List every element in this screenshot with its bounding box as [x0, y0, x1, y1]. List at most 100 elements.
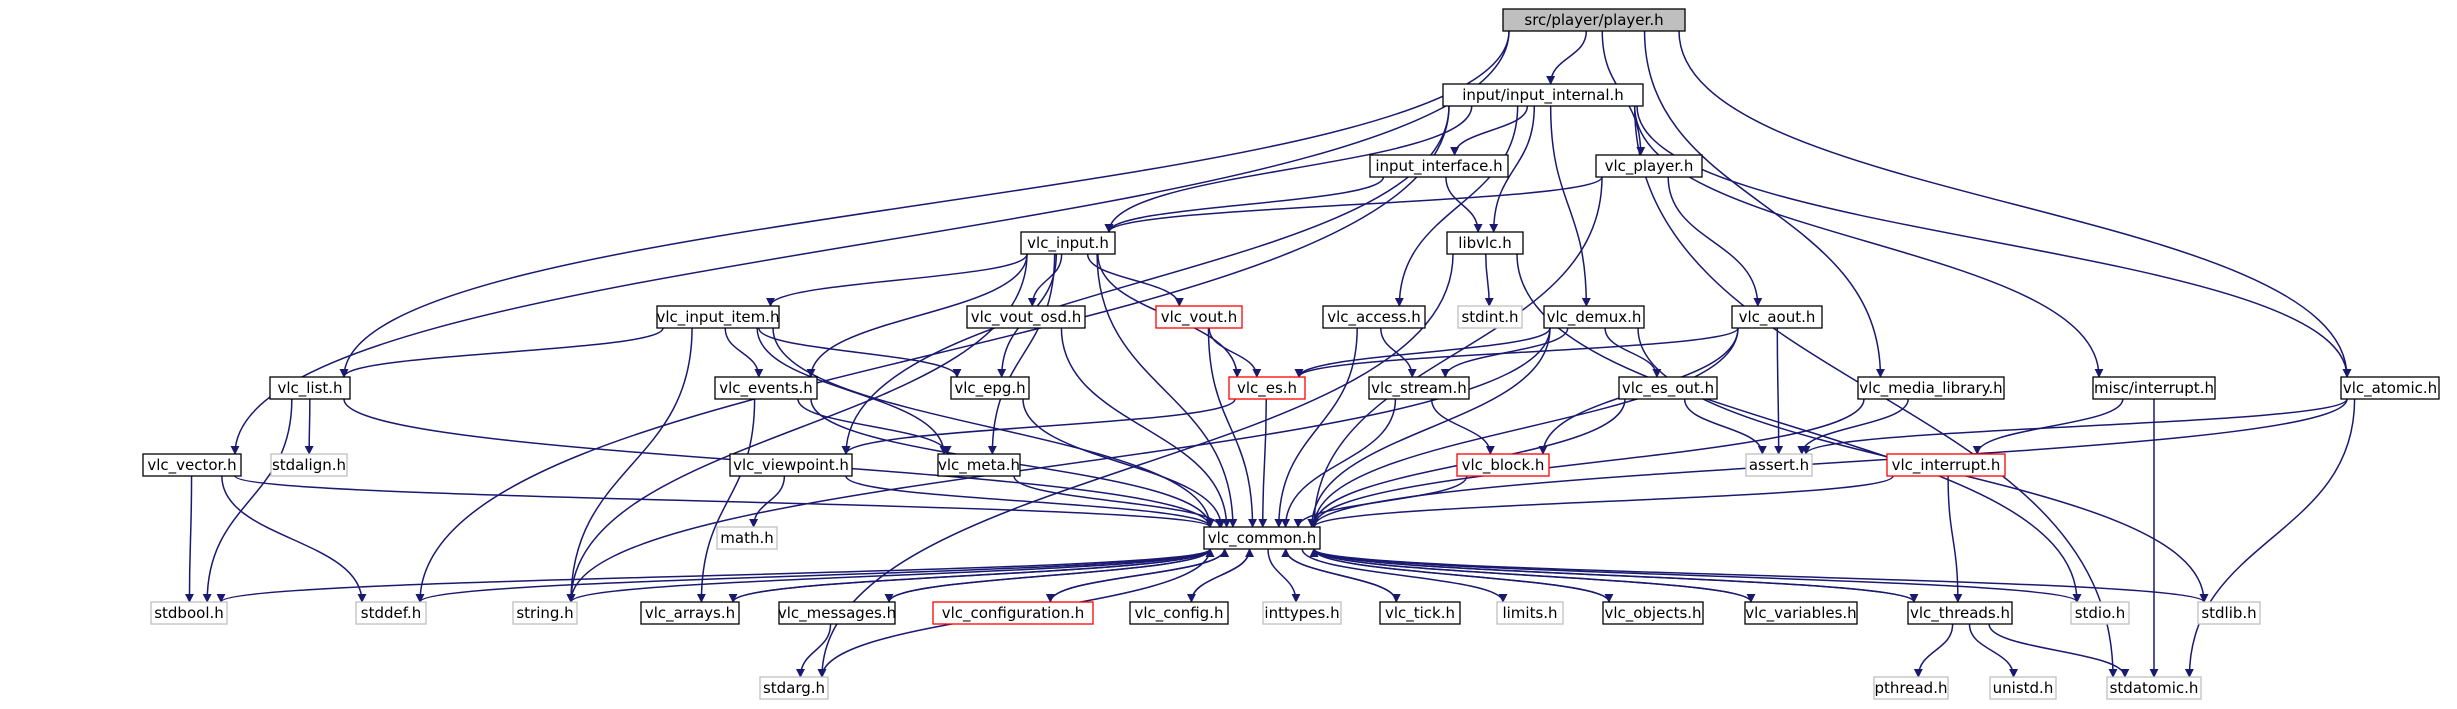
- node-assert-h[interactable]: assert.h: [1745, 453, 1813, 477]
- node-label: stdint.h: [1461, 308, 1518, 326]
- node-box: [2092, 376, 2216, 400]
- node-stdarg-h[interactable]: stdarg.h: [759, 676, 829, 700]
- edge-vlc_interrupt_h-to-vlc_threads_h: [1947, 475, 1963, 603]
- node-stdatomic-h[interactable]: stdatomic.h: [2106, 676, 2202, 700]
- edge-vlc_demux_h-to-vlc_common_h: [1307, 327, 1551, 528]
- node-stdalign-h[interactable]: stdalign.h: [270, 453, 348, 477]
- node-box: [2197, 601, 2261, 625]
- node-vlc-objects-h[interactable]: vlc_objects.h: [1602, 601, 1704, 625]
- node-label: vlc_epg.h: [954, 379, 1025, 398]
- node-label: vlc_common.h: [1208, 529, 1316, 548]
- edge-vlc_list_h-to-stdbool_h: [202, 398, 293, 603]
- edge-player_h-to-vlc_vector_h: [230, 30, 1510, 455]
- node-vlc-messages-h[interactable]: vlc_messages.h: [778, 601, 896, 625]
- edge-vlc_variables_h-to-vlc_common_h: [1309, 548, 1752, 603]
- edge-input_internal_h-to-libvlc_h: [1489, 105, 1536, 233]
- node-pthread-h[interactable]: pthread.h: [1873, 676, 1949, 700]
- node-vlc-vout-h[interactable]: vlc_vout.h: [1155, 305, 1243, 329]
- node-vlc-variables-h[interactable]: vlc_variables.h: [1744, 601, 1858, 625]
- edge-vlc_player_h-to-vlc_aout_h: [1667, 176, 1763, 307]
- node-box: [778, 601, 896, 625]
- edge-libvlc_h-to-stdint_h: [1484, 253, 1494, 307]
- node-label: string.h: [516, 604, 573, 622]
- node-box: [1368, 376, 1470, 400]
- node-vlc-es-h[interactable]: vlc_es.h: [1228, 376, 1306, 400]
- node-vlc-block-h[interactable]: vlc_block.h: [1456, 453, 1550, 477]
- node-math-h[interactable]: math.h: [716, 526, 778, 550]
- node-stdio-h[interactable]: stdio.h: [2070, 601, 2130, 625]
- dependency-edges: [184, 30, 2356, 678]
- edge-input_internal_h-to-vlc_demux_h: [1549, 105, 1591, 307]
- edge-vlc_vout_osd_h-to-vlc_common_h: [1060, 327, 1232, 528]
- node-vlc-common-h[interactable]: vlc_common.h: [1203, 526, 1321, 550]
- node-vlc-list-h[interactable]: vlc_list.h: [269, 376, 351, 400]
- node-label: input_interface.h: [1375, 157, 1502, 176]
- node-input-interface-h[interactable]: input_interface.h: [1369, 154, 1509, 178]
- node-label: stdio.h: [2075, 604, 2126, 622]
- edge-vlc_objects_h-to-vlc_common_h: [1309, 548, 1610, 603]
- node-box: [1379, 601, 1461, 625]
- edge-vlc_threads_h-to-unistd_h: [1968, 623, 2019, 678]
- node-label: math.h: [720, 529, 773, 547]
- node-label: vlc_interrupt.h: [1892, 456, 2001, 475]
- node-label: vlc_player.h: [1605, 157, 1694, 176]
- node-label: vlc_arrays.h: [645, 604, 735, 623]
- edge-vlc_player_h-to-vlc_input_h: [1104, 176, 1603, 233]
- node-player-h[interactable]: src/player/player.h: [1502, 8, 1686, 32]
- node-vlc-stream-h[interactable]: vlc_stream.h: [1368, 376, 1470, 400]
- node-stddef-h[interactable]: stddef.h: [355, 601, 427, 625]
- node-vlc-config-h[interactable]: vlc_config.h: [1129, 601, 1229, 625]
- node-box: [1989, 676, 2057, 700]
- node-vlc-configuration-h[interactable]: vlc_configuration.h: [932, 601, 1094, 625]
- node-stdint-h[interactable]: stdint.h: [1457, 305, 1523, 329]
- node-vlc-meta-h[interactable]: vlc_meta.h: [937, 453, 1021, 477]
- node-vlc-threads-h[interactable]: vlc_threads.h: [1907, 601, 2013, 625]
- node-label: vlc_events.h: [719, 379, 813, 398]
- node-label: vlc_threads.h: [1910, 604, 2010, 623]
- node-box: [1543, 305, 1645, 329]
- edge-player_h-to-vlc_atomic_h: [1678, 30, 2352, 378]
- edge-vlc_atomic_h-to-stdatomic_h: [2184, 398, 2356, 678]
- edge-input_internal_h-to-vlc_access_h: [1394, 105, 1519, 307]
- node-vlc-interrupt-h[interactable]: vlc_interrupt.h: [1886, 453, 2006, 477]
- edge-vlc_input_h-to-vlc_common_h: [1096, 253, 1238, 528]
- edge-vlc_events_h-to-vlc_meta_h: [797, 398, 952, 455]
- node-vlc-media-library-h[interactable]: vlc_media_library.h: [1857, 376, 2005, 400]
- edge-vlc_vout_h-to-vlc_es_h: [1208, 327, 1262, 378]
- node-limits-h[interactable]: limits.h: [1496, 601, 1564, 625]
- node-vlc-player-h[interactable]: vlc_player.h: [1595, 154, 1703, 178]
- node-vlc-arrays-h[interactable]: vlc_arrays.h: [640, 601, 740, 625]
- node-vlc-aout-h[interactable]: vlc_aout.h: [1731, 305, 1823, 329]
- node-vlc-viewpoint-h[interactable]: vlc_viewpoint.h: [729, 453, 853, 477]
- edge-vlc_interrupt_h-to-vlc_common_h: [1309, 475, 1894, 528]
- node-misc-interrupt-h[interactable]: misc/interrupt.h: [2092, 376, 2216, 400]
- node-vlc-vector-h[interactable]: vlc_vector.h: [142, 453, 242, 477]
- node-libvlc-h[interactable]: libvlc.h: [1446, 231, 1524, 255]
- node-vlc-input-item-h[interactable]: vlc_input_item.h: [656, 305, 780, 329]
- node-vlc-epg-h[interactable]: vlc_epg.h: [950, 376, 1030, 400]
- node-input-internal-h[interactable]: input/input_internal.h: [1442, 83, 1644, 107]
- node-stdlib-h[interactable]: stdlib.h: [2197, 601, 2261, 625]
- node-stdbool-h[interactable]: stdbool.h: [150, 601, 228, 625]
- edge-input_internal_h-to-input_interface_h: [1450, 105, 1529, 156]
- node-string-h[interactable]: string.h: [512, 601, 578, 625]
- edge-vlc_common_h-to-string_h: [566, 548, 1211, 603]
- node-vlc-input-h[interactable]: vlc_input.h: [1020, 231, 1116, 255]
- node-box: [640, 601, 740, 625]
- node-vlc-es-out-h[interactable]: vlc_es_out.h: [1618, 376, 1718, 400]
- node-box: [950, 376, 1030, 400]
- node-box: [2106, 676, 2202, 700]
- node-box: [1602, 601, 1704, 625]
- node-vlc-access-h[interactable]: vlc_access.h: [1322, 305, 1426, 329]
- node-vlc-events-h[interactable]: vlc_events.h: [714, 376, 818, 400]
- node-label: stdalign.h: [272, 456, 346, 474]
- node-inttypes-h[interactable]: inttypes.h: [1262, 601, 1342, 625]
- edge-vlc_block_h-to-vlc_common_h: [1293, 475, 1468, 528]
- node-unistd-h[interactable]: unistd.h: [1989, 676, 2057, 700]
- node-vlc-demux-h[interactable]: vlc_demux.h: [1543, 305, 1645, 329]
- node-vlc-atomic-h[interactable]: vlc_atomic.h: [2340, 376, 2440, 400]
- node-vlc-vout-osd-h[interactable]: vlc_vout_osd.h: [966, 305, 1086, 329]
- edge-vlc_media_library_h-to-assert_h: [1797, 398, 1909, 455]
- node-vlc-tick-h[interactable]: vlc_tick.h: [1379, 601, 1461, 625]
- node-label: src/player/player.h: [1524, 11, 1663, 29]
